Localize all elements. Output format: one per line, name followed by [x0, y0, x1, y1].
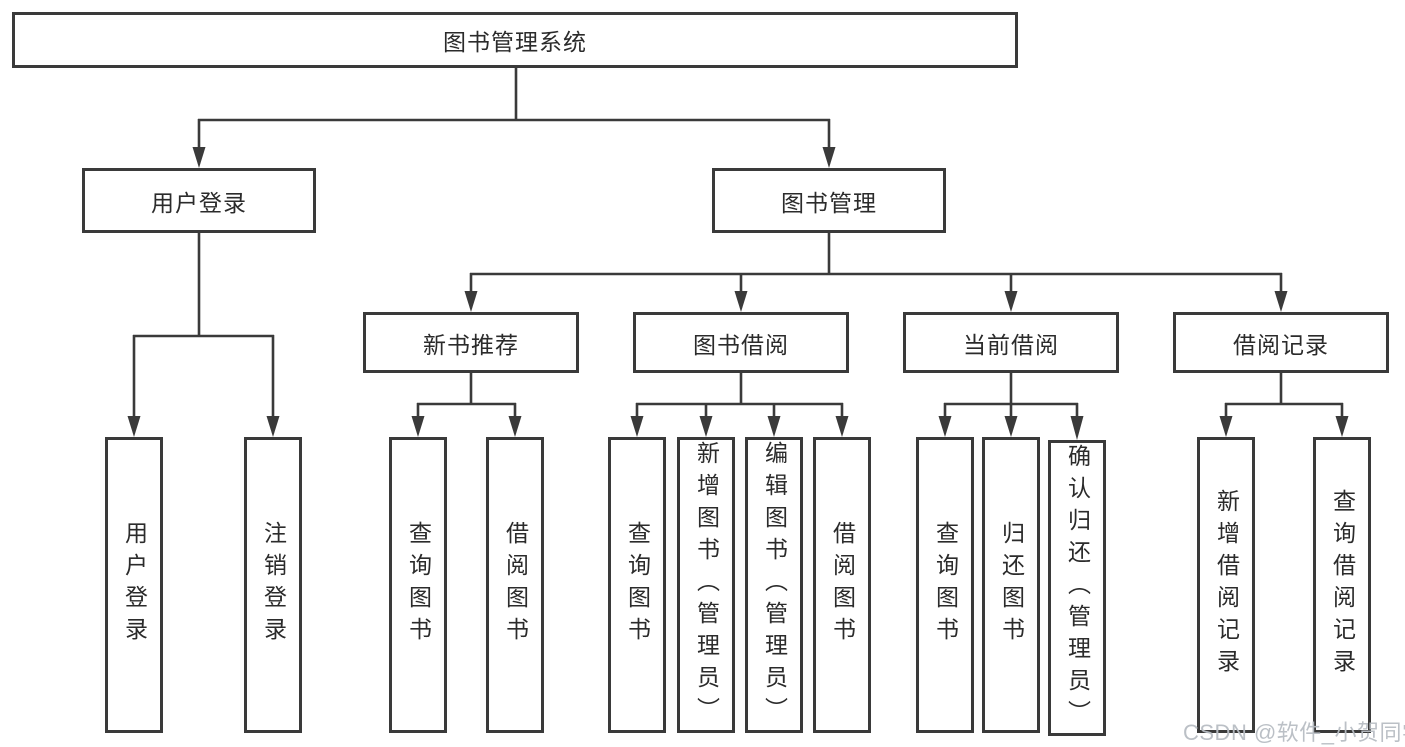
- leaf-user-login-label: 用户登录: [121, 521, 148, 649]
- node-book-borrow-label: 图书借阅: [693, 331, 789, 358]
- leaf-query-borrow-record-label: 查询借阅记录: [1329, 489, 1356, 681]
- node-root-system: 图书管理系统: [12, 12, 1018, 68]
- node-user-login-label: 用户登录: [151, 189, 247, 216]
- leaf-return-book-label: 归还图书: [998, 521, 1025, 649]
- leaf-borrow-book-2: 借阅图书: [813, 437, 871, 733]
- node-borrow-records-label: 借阅记录: [1233, 331, 1329, 358]
- leaf-query-book-1-label: 查询图书: [405, 521, 432, 649]
- node-book-borrow: 图书借阅: [633, 312, 849, 373]
- leaf-edit-book-admin-label: 编辑图书（管理员）: [761, 441, 788, 729]
- node-new-book-recommend: 新书推荐: [363, 312, 579, 373]
- node-root-label: 图书管理系统: [443, 29, 587, 55]
- leaf-query-book-1: 查询图书: [389, 437, 447, 733]
- leaf-add-borrow-record: 新增借阅记录: [1197, 437, 1255, 733]
- leaf-edit-book-admin: 编辑图书（管理员）: [745, 437, 803, 733]
- leaf-query-book-3: 查询图书: [916, 437, 974, 733]
- leaf-borrow-book-1: 借阅图书: [486, 437, 544, 733]
- leaf-query-book-2: 查询图书: [608, 437, 666, 733]
- leaf-query-book-2-label: 查询图书: [624, 521, 651, 649]
- leaf-logout: 注销登录: [244, 437, 302, 733]
- node-current-borrow: 当前借阅: [903, 312, 1119, 373]
- leaf-confirm-return-admin-label: 确认归还（管理员）: [1064, 444, 1091, 732]
- leaf-add-book-admin-label: 新增图书（管理员）: [693, 441, 720, 729]
- leaf-borrow-book-1-label: 借阅图书: [502, 521, 529, 649]
- leaf-add-book-admin: 新增图书（管理员）: [677, 437, 735, 733]
- leaf-logout-label: 注销登录: [260, 521, 287, 649]
- leaf-user-login: 用户登录: [105, 437, 163, 733]
- node-new-book-recommend-label: 新书推荐: [423, 331, 519, 358]
- node-book-management: 图书管理: [712, 168, 946, 233]
- leaf-return-book: 归还图书: [982, 437, 1040, 733]
- watermark: CSDN @软件_小贺同学: [1183, 720, 1405, 745]
- leaf-query-borrow-record: 查询借阅记录: [1313, 437, 1371, 733]
- leaf-query-book-3-label: 查询图书: [932, 521, 959, 649]
- node-user-login: 用户登录: [82, 168, 316, 233]
- node-borrow-records: 借阅记录: [1173, 312, 1389, 373]
- node-current-borrow-label: 当前借阅: [963, 331, 1059, 358]
- leaf-confirm-return-admin: 确认归还（管理员）: [1048, 440, 1106, 736]
- leaf-borrow-book-2-label: 借阅图书: [829, 521, 856, 649]
- leaf-add-borrow-record-label: 新增借阅记录: [1213, 489, 1240, 681]
- node-book-management-label: 图书管理: [781, 189, 877, 216]
